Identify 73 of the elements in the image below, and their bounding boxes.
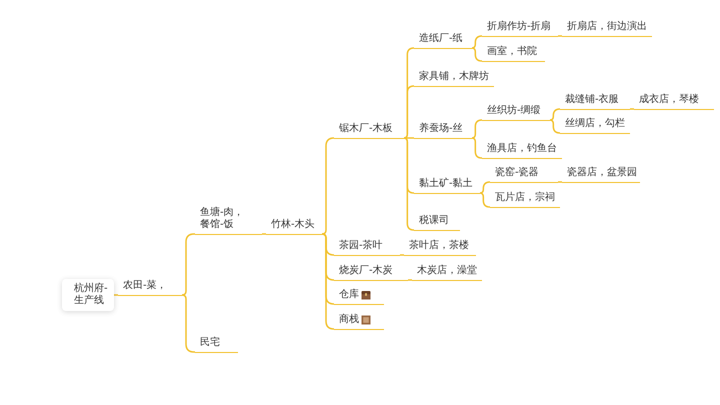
topic-node: [334, 288, 384, 305]
connector-line: [550, 108, 561, 121]
topic-node: [334, 122, 404, 139]
topic-node: [490, 191, 560, 208]
connector-line: [550, 119, 561, 134]
topic-node: [334, 239, 400, 256]
connector-line: [480, 192, 491, 208]
topic-text: 折扇店，街边演出: [567, 20, 647, 33]
topic-text: 家具铺，木牌坊: [419, 70, 489, 83]
topic-node: [560, 117, 630, 134]
connector-line: [472, 47, 483, 62]
connector-line: [472, 119, 483, 139]
connector-line: [472, 35, 483, 49]
topic-text: 瓦片店，宗祠: [495, 192, 555, 204]
topic-text: 民宅: [200, 336, 220, 349]
topic-node: [482, 45, 545, 62]
topic-node: [334, 313, 384, 330]
topic-node: [482, 20, 558, 37]
topic-text: 烧炭厂-木炭: [339, 264, 393, 277]
topic-text: 丝绸店，勾栏: [565, 118, 625, 130]
topic-node: [334, 264, 408, 281]
topic-node: [560, 93, 630, 110]
topic-text: 折扇作坊-折扇: [487, 20, 551, 33]
connector-line: [630, 108, 634, 110]
topic-text: 丝织坊-绸缎: [487, 104, 541, 117]
topic-node: [414, 32, 472, 49]
root-text: 杭州府-生产线: [74, 283, 109, 307]
topic-text: 养蚕场-丝: [419, 122, 463, 135]
topic-text: 成衣店，琴楼: [639, 94, 699, 106]
topic-node: [482, 142, 562, 159]
topic-node: [634, 93, 714, 110]
connector-line: [400, 254, 404, 256]
connector-line: [408, 279, 412, 281]
connector-line: [114, 294, 118, 296]
topic-node: [195, 336, 238, 353]
topic-text: 茶园-茶叶: [339, 240, 383, 252]
connector-line: [404, 137, 414, 139]
topic-text: 鱼塘-肉，餐馆-饭: [200, 206, 245, 231]
connector-line: [404, 137, 415, 231]
topic-node: [404, 239, 476, 256]
topic-text: 渔具店，钓鱼台: [487, 142, 557, 155]
topic-text: 茶叶店，茶楼: [409, 240, 469, 252]
topic-text: 农田-菜，: [123, 280, 167, 292]
topic-node: [414, 214, 460, 231]
topic-node: [412, 264, 482, 281]
connector-line: [404, 85, 415, 139]
root-card: [62, 279, 114, 311]
topic-node: [490, 166, 558, 183]
topic-text: 画室，书院: [487, 46, 537, 58]
topic-text: 税课司: [419, 214, 449, 227]
topic-text: 造纸厂-纸: [419, 32, 463, 45]
topic-node: [482, 104, 550, 121]
connector-line: [472, 137, 483, 159]
topic-text: 仓库: [339, 288, 359, 301]
topic-text: 黏土矿-黏土: [419, 178, 473, 190]
topic-node: [562, 20, 652, 37]
topic-text: 锯木厂-木板: [339, 122, 393, 135]
topic-node: [414, 122, 472, 139]
topic-text: 木炭店，澡堂: [417, 264, 477, 277]
topic-node: [266, 218, 322, 235]
connector-line: [558, 181, 562, 183]
topic-text: 瓷器店，盆景园: [567, 166, 637, 179]
topic-node: [414, 70, 494, 87]
connector-line: [558, 35, 562, 37]
topic-text: 裁缝铺-衣服: [565, 94, 619, 106]
topic-text: 瓷窑-瓷器: [495, 166, 539, 179]
topic-node: [562, 166, 640, 183]
topic-node: [414, 177, 480, 194]
topic-text: 竹林-木头: [271, 218, 315, 231]
connector-line: [262, 233, 266, 235]
topic-text: 商栈: [339, 314, 359, 326]
topic-node: [118, 279, 182, 296]
connector-line: [480, 181, 491, 194]
